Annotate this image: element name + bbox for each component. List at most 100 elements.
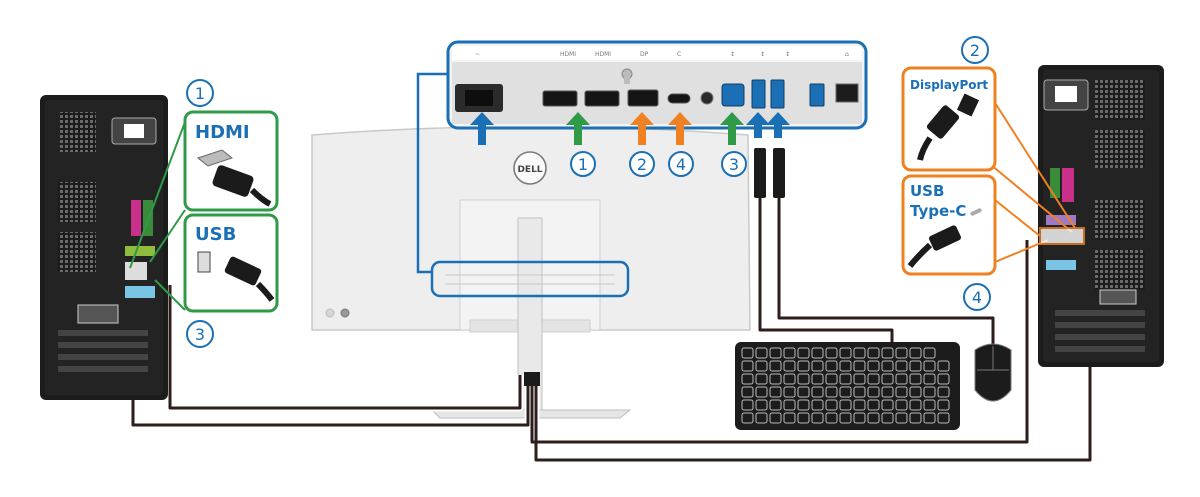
keyboard-key <box>769 373 782 385</box>
keyboard-key <box>937 412 950 424</box>
port-dp-marker: 2 <box>637 155 647 174</box>
keyboard-key <box>867 373 880 385</box>
port-usbc-marker: 4 <box>676 155 686 174</box>
brand-text: DELL <box>517 165 542 175</box>
usbc-arrow-icon <box>668 112 692 145</box>
keyboard-key <box>769 412 782 424</box>
keyboard-key <box>839 412 852 424</box>
keyboard-key <box>895 373 908 385</box>
svg-text:DP: DP <box>640 51 649 58</box>
keyboard-key <box>755 412 768 424</box>
keyboard-key <box>741 373 754 385</box>
keyboard-key <box>923 360 936 372</box>
keyboard-key <box>825 360 838 372</box>
hdmi-arrow-icon <box>566 112 590 145</box>
svg-text:HDMI: HDMI <box>560 51 576 58</box>
svg-text:↕: ↕ <box>785 51 790 58</box>
usb-downstream-arrow-icon <box>766 112 790 138</box>
keyboard-key <box>853 347 866 359</box>
keyboard-key <box>825 412 838 424</box>
keyboard-key <box>853 373 866 385</box>
keyboard-key <box>783 412 796 424</box>
keyboard-key <box>923 386 936 398</box>
svg-text:↕: ↕ <box>760 51 765 58</box>
keyboard-key <box>755 386 768 398</box>
keyboard-key <box>909 360 922 372</box>
keyboard-key <box>839 399 852 411</box>
keyboard-key <box>825 373 838 385</box>
port-area-highlight <box>430 260 630 298</box>
keyboard-key <box>755 360 768 372</box>
right-usbc-label-1: USB <box>910 182 944 200</box>
keyboard-key <box>755 399 768 411</box>
right-usbc-label-2: Type-C <box>910 202 966 220</box>
keyboard-key <box>909 412 922 424</box>
keyboard-key <box>811 347 824 359</box>
keyboard-key <box>895 386 908 398</box>
keyboard-key <box>937 386 950 398</box>
keyboard <box>735 342 960 430</box>
keyboard-key <box>923 373 936 385</box>
keyboard-key <box>909 399 922 411</box>
usb-upstream-arrow-icon <box>720 112 744 145</box>
dell-logo: DELL <box>513 151 547 185</box>
left-hdmi-marker: 1 <box>195 84 205 103</box>
monitor: DELL <box>311 125 751 419</box>
svg-text:HDMI: HDMI <box>595 51 611 58</box>
keyboard-key <box>923 412 936 424</box>
keyboard-key <box>797 347 810 359</box>
keyboard-key <box>881 373 894 385</box>
usb-downstream-arrow-icon <box>746 112 770 138</box>
keyboard-key <box>783 373 796 385</box>
port-usb-upstream-marker: 3 <box>729 155 739 174</box>
svg-text:~: ~ <box>475 51 480 58</box>
keyboard-key <box>783 347 796 359</box>
svg-text:↕: ↕ <box>730 51 735 58</box>
keyboard-key <box>783 399 796 411</box>
keyboard-key <box>811 386 824 398</box>
keyboard-key <box>769 399 782 411</box>
keyboard-key <box>797 399 810 411</box>
svg-text:⌂: ⌂ <box>845 51 849 58</box>
keyboard-key <box>867 360 880 372</box>
keyboard-key <box>853 412 866 424</box>
keyboard-key <box>825 386 838 398</box>
keyboard-key <box>881 386 894 398</box>
keyboard-key <box>839 373 852 385</box>
right-dp-marker: 2 <box>970 41 980 60</box>
keyboard-key <box>881 347 894 359</box>
left-pc <box>40 95 168 400</box>
keyboard-key <box>867 412 880 424</box>
keyboard-key <box>937 399 950 411</box>
port-hdmi-marker: 1 <box>578 155 588 174</box>
right-usbc-callout: USB Type-C <box>901 174 997 276</box>
left-hdmi-label: HDMI <box>195 122 250 143</box>
keyboard-key <box>741 412 754 424</box>
svg-text:C: C <box>677 51 681 58</box>
keyboard-key <box>937 373 950 385</box>
keyboard-key <box>797 360 810 372</box>
keyboard-key <box>797 412 810 424</box>
keyboard-key <box>867 399 880 411</box>
keyboard-key <box>755 347 768 359</box>
keyboard-key <box>923 347 936 359</box>
keyboard-key <box>825 399 838 411</box>
port-number-markers: 1 2 4 3 <box>570 151 747 177</box>
right-dp-label: DisplayPort <box>910 78 988 92</box>
keyboard-key <box>783 360 796 372</box>
keyboard-key <box>741 360 754 372</box>
keyboard-key <box>937 360 950 372</box>
keyboard-key <box>769 386 782 398</box>
keyboard-key <box>839 386 852 398</box>
keyboard-key <box>839 360 852 372</box>
left-usb-label: USB <box>195 224 236 245</box>
power-arrow-icon <box>470 112 494 145</box>
keyboard-key <box>839 347 852 359</box>
right-dp-callout: DisplayPort <box>901 66 997 172</box>
keyboard-key <box>881 412 894 424</box>
keyboard-key <box>811 412 824 424</box>
mouse <box>974 343 1012 402</box>
keyboard-key <box>881 360 894 372</box>
keyboard-key <box>895 360 908 372</box>
